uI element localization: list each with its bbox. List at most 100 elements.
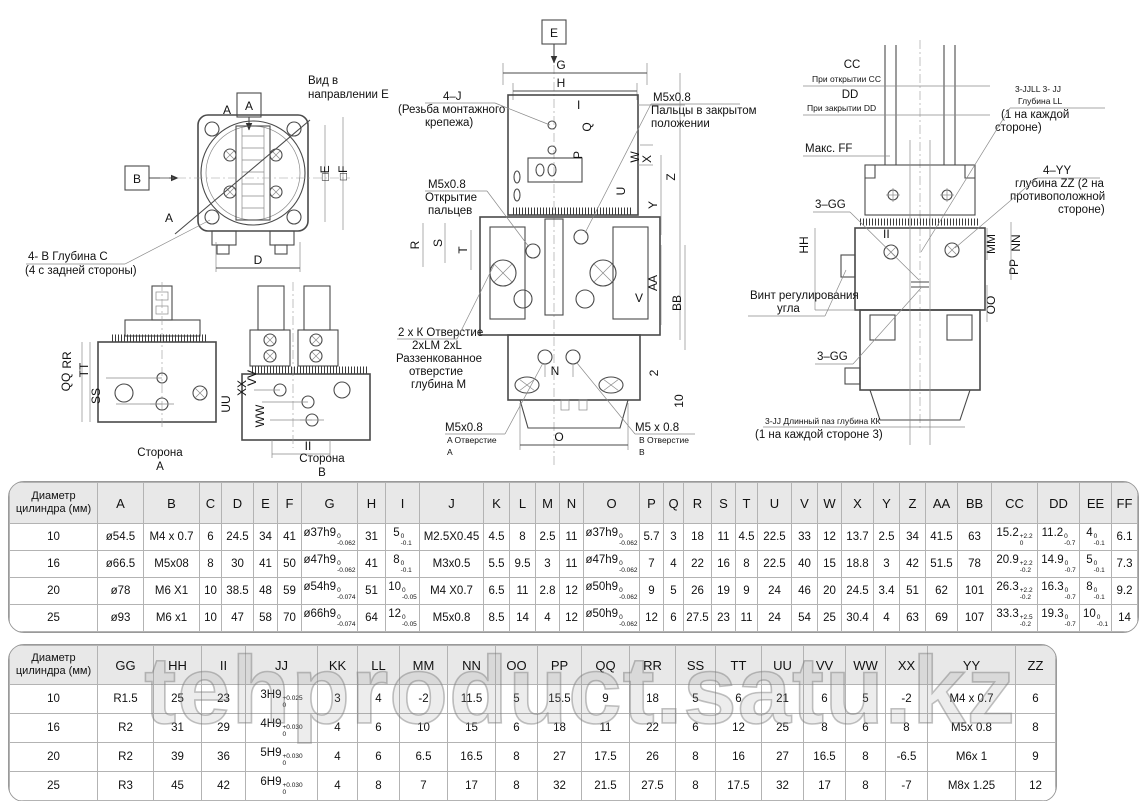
callout-jj: Глубина LL — [1018, 96, 1063, 106]
table-cell: 30.4 — [841, 604, 874, 632]
table-cell: 9 — [735, 577, 758, 605]
callout-slot-kk: (1 на каждой стороне 3) — [755, 429, 883, 441]
table-cell: 38.5 — [221, 577, 254, 605]
col-header-a: A — [97, 482, 144, 524]
table-cell: 25 — [817, 604, 842, 632]
callout-fingers-closed: положении — [651, 118, 710, 130]
row-diameter: 25 — [9, 604, 98, 632]
callout-gg-bottom: 3–GG — [817, 351, 848, 363]
row-diameter: 20 — [9, 577, 98, 605]
row-diameter: 25 — [9, 771, 98, 801]
table-cell: 4 — [317, 742, 358, 772]
table-cell: 5.7 — [639, 523, 664, 551]
table-cell: 4 — [873, 604, 900, 632]
callout-4j: крепежа) — [425, 117, 473, 129]
table-cell: 17.5 — [715, 771, 762, 801]
table-cell: 29 — [201, 713, 246, 743]
table-cell: 4.5 — [735, 523, 758, 551]
table-cell: 15.5 — [537, 684, 582, 714]
callout-max-ff: Макс. FF — [805, 143, 852, 155]
ref-label-a: A — [245, 99, 253, 113]
dim-hh: HH — [797, 236, 811, 253]
callout-4yy: противоположной — [1010, 191, 1105, 203]
section-line — [174, 119, 311, 235]
table-cell: 3 — [663, 523, 684, 551]
table-cell: 11 — [711, 523, 736, 551]
table-cell: 27.5 — [629, 771, 676, 801]
table-cell: 10 — [199, 604, 222, 632]
table-cell: 45 — [153, 771, 202, 801]
table-cell: 2.5 — [873, 523, 900, 551]
col-header-x: X — [841, 482, 874, 524]
dim-nn: NN — [1009, 234, 1023, 251]
table-cell: 27 — [537, 742, 582, 772]
callout-4b: 4- В Глубина С — [28, 251, 108, 263]
table-cell: 4 — [535, 604, 560, 632]
table-cell: 8 — [1015, 713, 1056, 743]
col-header-b: B — [143, 482, 200, 524]
col-header-s: S — [711, 482, 736, 524]
table-cell: 11 — [559, 550, 584, 578]
side-b-title: Сторона — [299, 453, 345, 465]
table-cell: 18 — [537, 713, 582, 743]
dim-uu: UU — [219, 395, 233, 412]
dim-ww: WW — [253, 404, 267, 427]
dim-oo: OO — [984, 296, 998, 315]
dim-p: P — [571, 151, 585, 159]
col-header-mm: MM — [399, 645, 448, 685]
table-cell: 8 — [495, 771, 538, 801]
table-cell: 48 — [253, 577, 278, 605]
table-cell: M6x 1 — [927, 742, 1016, 772]
dim-cc-note: При открытии СС — [812, 74, 881, 84]
table-cell: 9.5 — [509, 550, 536, 578]
dim-i: I — [577, 98, 580, 112]
table-cell: 6.1 — [1111, 523, 1138, 551]
table-cell: 41 — [357, 550, 386, 578]
table-cell: 7.3 — [1111, 550, 1138, 578]
table-cell: 6 — [845, 713, 886, 743]
dim-10: 10 — [672, 394, 686, 408]
table-cell: 25 — [153, 684, 202, 714]
table-cell: M5x 0.8 — [927, 713, 1016, 743]
table-cell: 16.5 — [803, 742, 846, 772]
table-cell: 12 — [559, 577, 584, 605]
callout-slot-kk: 3-JJ Длинный паз глубина КК — [765, 416, 881, 426]
table-cell: 41 — [253, 550, 278, 578]
table-cell: 63 — [957, 523, 992, 551]
table-cell: 6.5 — [399, 742, 448, 772]
table-cell: M4 x 0.7 — [143, 523, 200, 551]
table-cell: 2.5 — [535, 523, 560, 551]
col-header-ee: EE — [1079, 482, 1112, 524]
table-cell: 12 — [1015, 771, 1056, 801]
col-header-jj: JJ — [245, 645, 318, 685]
table-cell: 15 — [447, 713, 496, 743]
table-cell: 5 — [845, 684, 886, 714]
callout-counterbore: Раззенкованное — [396, 353, 482, 365]
table-cell: 13.7 — [841, 523, 874, 551]
side-b-title: В — [318, 467, 326, 479]
callout-jj: 3-JJLL 3- JJ — [1015, 84, 1061, 94]
col-header-u: U — [757, 482, 792, 524]
port-hole-a — [537, 349, 553, 365]
front-view-drawing: A Вид в направлении E B A A D □E □F 4- — [25, 75, 389, 277]
col-header-c: C — [199, 482, 222, 524]
col-header-cc: CC — [991, 482, 1038, 524]
callout-4j: 4–J — [443, 91, 462, 103]
section-label-a: A — [165, 211, 173, 225]
col-header-r: R — [683, 482, 712, 524]
open-fingers-port — [525, 243, 541, 259]
col-header-xx: XX — [885, 645, 928, 685]
table-cell: 51.5 — [925, 550, 958, 578]
table-cell: ø78 — [97, 577, 144, 605]
table-cell: 16.5 — [447, 742, 496, 772]
dim-x: X — [640, 155, 654, 163]
col-header-diameter: Диаметр цилиндра (мм) — [9, 645, 98, 685]
table-cell: 51 — [899, 577, 926, 605]
